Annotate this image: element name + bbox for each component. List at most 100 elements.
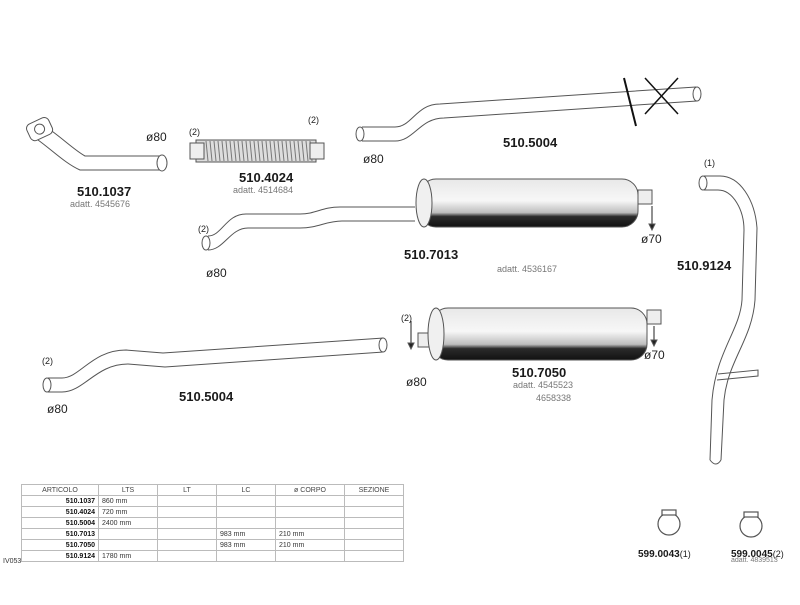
table-cell bbox=[344, 495, 404, 507]
corner-code: IV053 bbox=[3, 558, 22, 565]
table-cell bbox=[216, 517, 276, 529]
flex-corrugation bbox=[253, 140, 257, 162]
col-header: LTS bbox=[98, 484, 158, 496]
flex-pipe-qty-right: (2) bbox=[308, 115, 319, 125]
table-cell bbox=[344, 506, 404, 518]
clamp-2-qty: (2) bbox=[772, 549, 784, 559]
bottom-pipe-diameter: ø80 bbox=[47, 402, 68, 416]
table-cell: 510.4024 bbox=[21, 506, 99, 518]
flex-pipe-code: 510.4024 bbox=[239, 170, 294, 185]
front-pipe-adapt: adatt. 4545676 bbox=[70, 199, 131, 209]
bottom-pipe-qty: (2) bbox=[42, 356, 53, 366]
flex-corrugation bbox=[249, 140, 253, 162]
flex-corrugation bbox=[305, 140, 309, 162]
muffler-top-adapt: adatt. 4536167 bbox=[497, 264, 558, 274]
table-cell: 510.1037 bbox=[21, 495, 99, 507]
clamp-599-0043 bbox=[657, 509, 681, 536]
table-cell bbox=[216, 506, 276, 518]
table-cell bbox=[157, 550, 217, 562]
flex-corrugation bbox=[237, 140, 241, 162]
flex-pipe-adapt: adatt. 4514684 bbox=[233, 185, 294, 195]
tail-pipe-qty: (1) bbox=[704, 158, 715, 168]
muffler-bottom-code: 510.7050 bbox=[512, 365, 567, 380]
front-pipe-code: 510.1037 bbox=[77, 184, 132, 199]
flex-pipe-qty-left: (2) bbox=[189, 127, 200, 137]
table-cell bbox=[157, 495, 217, 507]
flex-corrugation bbox=[245, 140, 249, 162]
clamp-2-label: 599.0045(2) bbox=[731, 545, 784, 561]
flex-corrugation bbox=[257, 140, 261, 162]
table-cell: 210 mm bbox=[275, 528, 345, 540]
bottom-pipe-code: 510.5004 bbox=[179, 389, 234, 404]
front-pipe-diameter: ø80 bbox=[146, 130, 167, 144]
col-header: ø CORPO bbox=[275, 484, 345, 496]
top-pipe-code: 510.5004 bbox=[503, 135, 558, 150]
table-cell bbox=[157, 539, 217, 551]
table-cell bbox=[344, 528, 404, 540]
flex-corrugation bbox=[205, 140, 209, 162]
tail-pipe bbox=[698, 175, 759, 465]
muffler-top-diameter-out: ø70 bbox=[641, 232, 662, 246]
front-pipe bbox=[26, 117, 168, 172]
table-cell: 510.9124 bbox=[21, 550, 99, 562]
table-cell bbox=[275, 495, 345, 507]
muffler-top-qty: (2) bbox=[198, 224, 209, 234]
table-cell: 510.7013 bbox=[21, 528, 99, 540]
flex-corrugation bbox=[213, 140, 217, 162]
muffler-bottom-diameter-in: ø80 bbox=[406, 375, 427, 389]
table-cell bbox=[157, 506, 217, 518]
flex-corrugation bbox=[265, 140, 269, 162]
clamp-599-0045 bbox=[739, 511, 763, 538]
muffler-bottom-diameter-out: ø70 bbox=[644, 348, 665, 362]
flex-corrugation bbox=[277, 140, 281, 162]
tail-pipe-code: 510.9124 bbox=[677, 258, 732, 273]
muffler-top bbox=[201, 178, 656, 251]
clamp-1-code: 599.0043 bbox=[638, 549, 680, 560]
muffler-bottom-adapt-2: 4658338 bbox=[536, 393, 572, 403]
table-cell bbox=[98, 528, 158, 540]
flex-corrugation bbox=[225, 140, 229, 162]
flex-corrugation bbox=[281, 140, 285, 162]
table-cell: 1780 mm bbox=[98, 550, 158, 562]
flex-corrugation bbox=[297, 140, 301, 162]
flex-corrugation bbox=[233, 140, 237, 162]
muffler-top-code: 510.7013 bbox=[404, 247, 459, 262]
clamp-1-qty: (1) bbox=[679, 549, 691, 559]
clamp-2-adapt: adatt. 4839513 bbox=[731, 557, 778, 564]
flex-corrugation bbox=[301, 140, 305, 162]
table-cell: 510.7050 bbox=[21, 539, 99, 551]
flex-corrugation bbox=[273, 140, 277, 162]
flex-corrugation bbox=[285, 140, 289, 162]
table-cell: 2400 mm bbox=[98, 517, 158, 529]
table-cell bbox=[157, 528, 217, 540]
bottom-pipe bbox=[42, 337, 388, 393]
table-cell: 720 mm bbox=[98, 506, 158, 518]
table-cell bbox=[275, 506, 345, 518]
col-header: LC bbox=[216, 484, 276, 496]
flex-corrugation bbox=[221, 140, 225, 162]
flex-corrugation bbox=[293, 140, 297, 162]
col-header: LT bbox=[157, 484, 217, 496]
table-cell bbox=[157, 517, 217, 529]
flex-corrugation bbox=[289, 140, 293, 162]
clamp-1-label: 599.0043(1) bbox=[638, 545, 691, 561]
table-cell bbox=[275, 517, 345, 529]
flex-corrugation bbox=[269, 140, 273, 162]
col-header: ARTICOLO bbox=[21, 484, 99, 496]
table-cell bbox=[216, 550, 276, 562]
flex-corrugation bbox=[241, 140, 245, 162]
table-header-row: ARTICOLO LTS LT LC ø CORPO SEZIONE bbox=[21, 484, 404, 496]
muffler-bottom-adapt-1: adatt. 4545523 bbox=[513, 380, 574, 390]
table-cell: 983 mm bbox=[216, 539, 276, 551]
flex-corrugation bbox=[217, 140, 221, 162]
table-cell: 983 mm bbox=[216, 528, 276, 540]
muffler-bottom-qty: (2) bbox=[401, 313, 412, 323]
top-pipe bbox=[355, 77, 702, 142]
